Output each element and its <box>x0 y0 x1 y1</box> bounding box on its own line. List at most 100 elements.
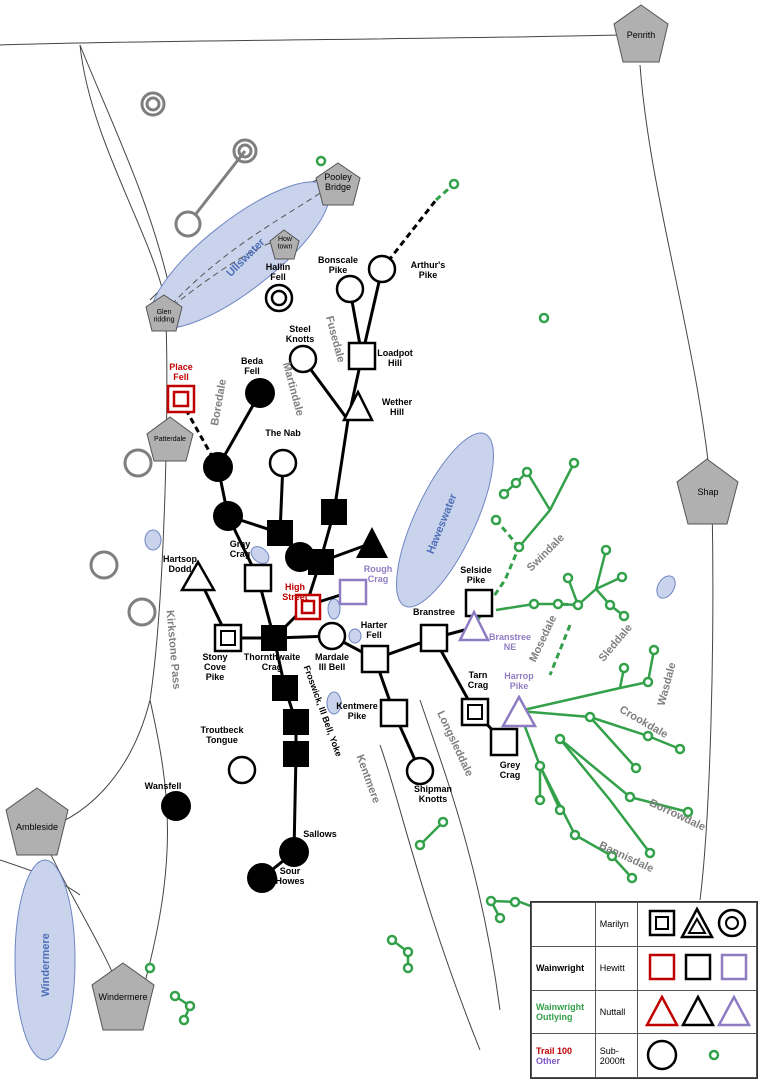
legend-label-marilyn: Marilyn <box>594 902 639 947</box>
gray-circles <box>89 91 258 627</box>
boredale-label: Boredale <box>209 378 229 426</box>
kentmere-label: Kentmere <box>354 753 383 805</box>
shap-town <box>676 458 739 525</box>
bonscale-pike-marker <box>335 274 365 304</box>
windermere-lake <box>14 859 76 1061</box>
wasdale-label: Wasdale <box>656 661 679 707</box>
tarn <box>327 598 341 620</box>
legend-trail-100: Trail 100 <box>536 1045 573 1056</box>
legend-group-empty <box>531 902 596 947</box>
ambleside-label: Ambleside <box>16 822 58 832</box>
hewitt-squares <box>213 341 519 757</box>
penrith-label: Penrith <box>627 30 656 40</box>
sleddale-label: Sleddale <box>597 622 635 664</box>
branstree-ne-marker <box>457 609 491 642</box>
steel-knotts-marker <box>288 344 318 374</box>
harrop-pike-marker <box>500 694 538 728</box>
windermere-town-label: Windermere <box>98 992 147 1002</box>
harter-fell-marker <box>360 644 390 674</box>
legend-sym-sub2000 <box>637 1033 757 1078</box>
branstree-marker <box>419 623 449 653</box>
windermere-town <box>91 962 155 1031</box>
the-nab-marker <box>268 448 298 478</box>
filled-triangle <box>356 527 388 558</box>
mardale-ill-bell-marker <box>317 621 347 651</box>
legend-label-nuttall: Nuttall <box>594 989 639 1035</box>
filled-squares <box>261 499 347 767</box>
selside-pike-marker <box>464 588 494 618</box>
tarn <box>250 546 270 564</box>
legend-sym-nuttall <box>637 989 757 1035</box>
arthurs-pike-marker <box>367 254 397 284</box>
sallows-marker <box>279 837 309 867</box>
kirkstone-label: Kirkstone Pass <box>164 610 183 690</box>
sub2000-peaks <box>227 254 435 786</box>
wether-hill-marker <box>341 389 375 422</box>
shap-label: Shap <box>697 487 718 497</box>
pooley-bridge-town <box>315 162 361 206</box>
tarn-crag-marker <box>460 697 490 727</box>
beda-fell-marker <box>245 378 275 408</box>
kentmere-pike-marker <box>379 698 409 728</box>
legend-group-wainwright: Wainwright <box>531 945 596 991</box>
legend: Marilyn Wainwright Hewitt <box>530 901 758 1079</box>
branstree-label: Branstree <box>413 607 455 617</box>
filled-peaks <box>161 378 315 893</box>
tarn <box>326 691 342 715</box>
small-green-circles <box>144 155 694 1026</box>
legend-label-sub2000: Sub-2000ft <box>594 1033 639 1078</box>
towns <box>5 4 739 1031</box>
borrowdale-label: Borrowdale <box>647 797 707 833</box>
sallows-label: Sallows <box>303 829 337 839</box>
penrith-town <box>613 4 669 63</box>
troutbeck-tongue-marker <box>227 755 257 785</box>
howtown-town <box>269 229 300 260</box>
legend-sym-hewitt <box>637 945 757 991</box>
wansfell-label: Wansfell <box>145 781 182 791</box>
patterdale-label: Patterdale <box>154 436 186 443</box>
wansfell-marker <box>161 791 191 821</box>
swindale-label: Swindale <box>525 532 567 574</box>
loadpot-hill-marker <box>347 341 377 371</box>
tarn <box>144 529 162 551</box>
legend-other: Other <box>536 1055 561 1066</box>
high-street-marker <box>294 593 322 621</box>
ambleside-town <box>5 787 69 856</box>
hartsop-dodd-marker <box>179 559 217 592</box>
sour-howes-marker <box>247 863 277 893</box>
tarn <box>348 628 362 644</box>
mosedale-label: Mosedale <box>527 613 559 664</box>
shipman-knotts-marker <box>405 756 435 786</box>
windermere-lake-label: Windermere <box>40 933 52 996</box>
bannisdale-label: Bannisdale <box>597 839 655 875</box>
gray-crag-marker <box>243 563 273 593</box>
legend-label-hewitt: Hewitt <box>594 945 639 991</box>
patterdale-town <box>146 416 194 462</box>
